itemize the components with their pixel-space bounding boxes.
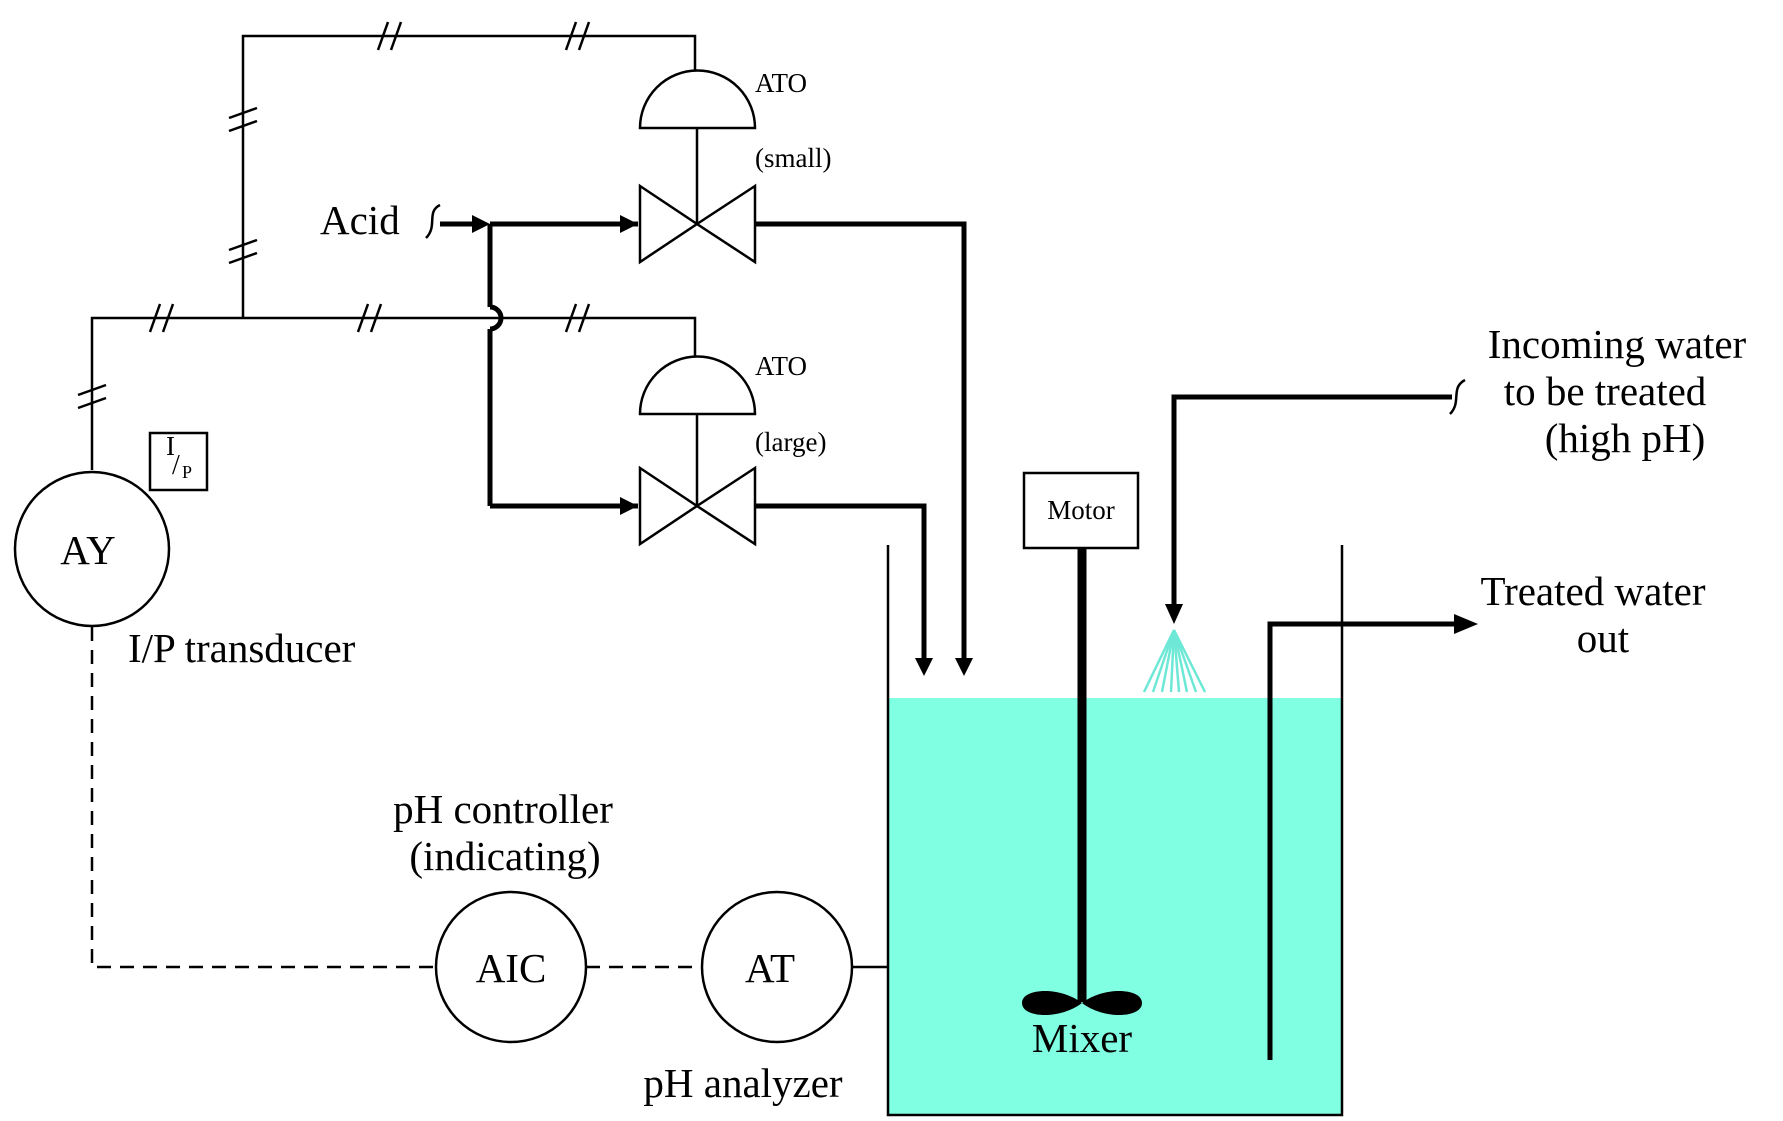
label-controller-1: pH controller	[393, 786, 613, 832]
label-small: (small)	[755, 143, 831, 173]
label-mixer: Mixer	[1032, 1015, 1133, 1061]
motor-mixer: Motor Mixer	[1022, 471, 1142, 1061]
label-ip-transducer: I/P transducer	[128, 625, 356, 671]
valve-body-small	[638, 183, 700, 265]
label-controller-2: (indicating)	[409, 833, 600, 879]
label-analyzer: pH analyzer	[643, 1060, 843, 1106]
incoming-water-line: Incoming water to be treated (high pH)	[1142, 321, 1747, 693]
label-aic: AIC	[476, 945, 547, 991]
tank-water	[888, 698, 1342, 1115]
label-ato-small: ATO	[755, 68, 807, 98]
ay-transducer[interactable]: AY I / P I/P transducer	[13, 431, 356, 671]
actuator-small	[638, 69, 757, 130]
acid-piping	[425, 203, 973, 676]
ip-box-slash: /	[172, 450, 180, 481]
acid-valve-large[interactable]: ATO (large)	[638, 351, 826, 547]
treated-water-outlet: Treated water out	[1267, 568, 1706, 1060]
ay-bubble	[13, 470, 171, 628]
ip-box	[148, 431, 209, 492]
label-treated-2: out	[1577, 615, 1630, 661]
aic-bubble	[434, 890, 588, 1044]
pneumatic-signal-lines	[77, 21, 697, 470]
actuator-large	[638, 355, 757, 416]
ip-box-i: I	[166, 431, 175, 461]
motor-box	[1022, 471, 1140, 550]
label-treated-1: Treated water	[1480, 568, 1705, 614]
acid-valve-small[interactable]: ATO (small)	[638, 68, 831, 265]
label-at: AT	[745, 945, 795, 991]
ip-box-p: P	[182, 462, 192, 482]
label-large: (large)	[755, 427, 826, 457]
at-bubble	[700, 890, 854, 1044]
tank-walls	[886, 545, 1344, 1117]
spray-nozzle	[1142, 629, 1207, 693]
electronic-signal-lines	[90, 627, 888, 969]
label-acid: Acid	[320, 197, 400, 243]
label-ay: AY	[60, 527, 115, 573]
label-ato-large: ATO	[755, 351, 807, 381]
acid-inlet-break	[425, 203, 441, 239]
valve-body-large	[638, 465, 700, 547]
label-motor: Motor	[1047, 495, 1115, 525]
label-incoming-3: (high pH)	[1545, 415, 1706, 461]
aic-controller[interactable]: AIC pH controller (indicating)	[393, 786, 613, 1044]
label-incoming-1: Incoming water	[1488, 321, 1747, 367]
label-incoming-2: to be treated	[1504, 368, 1707, 414]
at-analyzer[interactable]: AT pH analyzer	[643, 890, 854, 1106]
mixing-tank	[886, 545, 1344, 1117]
mixer-impeller	[1022, 990, 1142, 1016]
pneumatic-hatch-marks	[77, 21, 591, 410]
